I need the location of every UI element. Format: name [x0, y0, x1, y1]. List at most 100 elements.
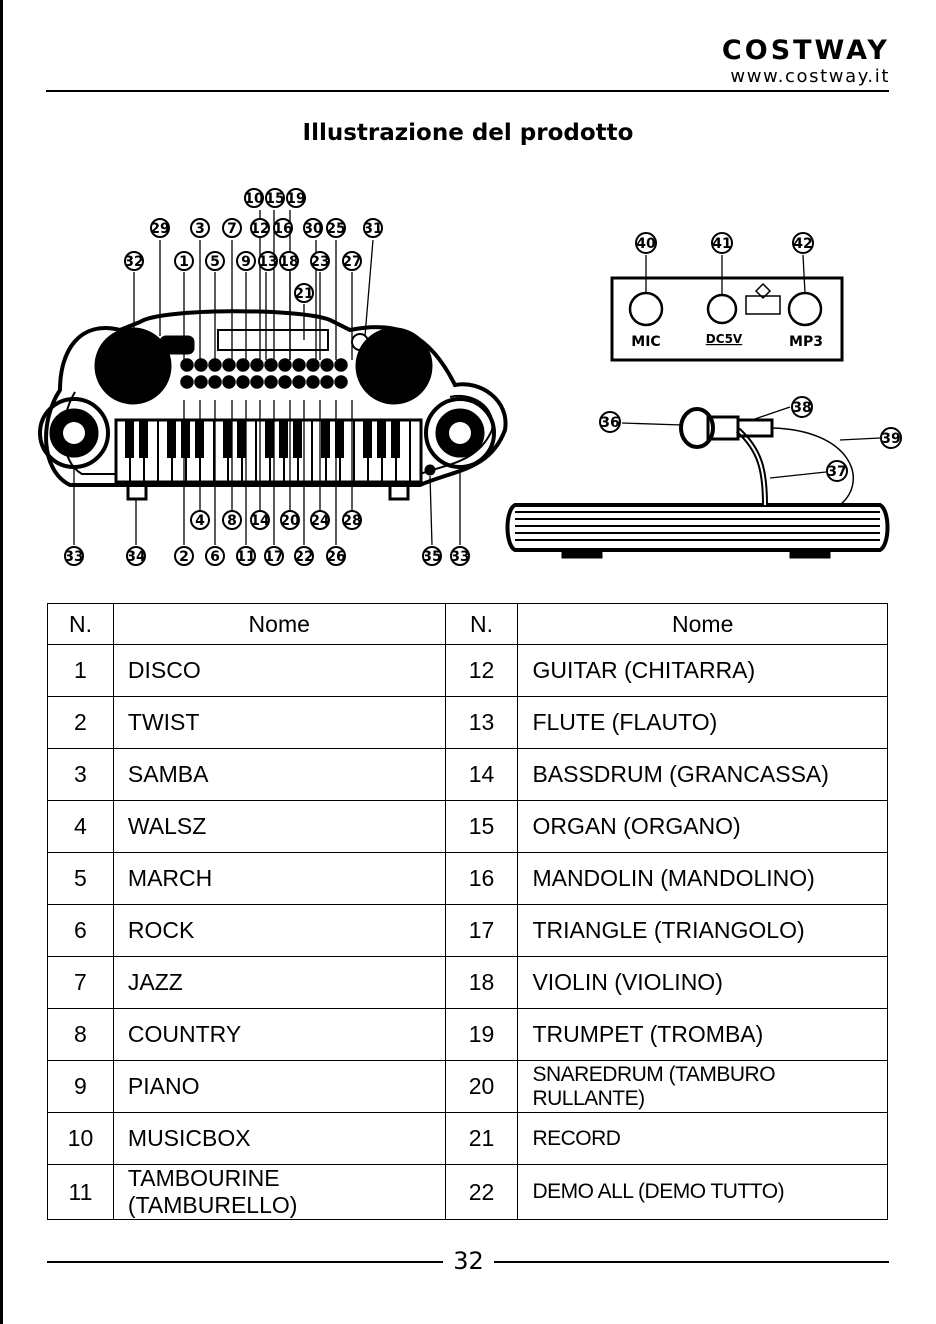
- callout-21: 21: [294, 286, 313, 302]
- callout-2: 2: [179, 549, 189, 565]
- header-number-1: N.: [47, 603, 114, 645]
- callout-13: 13: [258, 254, 277, 270]
- callout-28: 28: [342, 513, 361, 529]
- row-name: WALSZ: [112, 800, 446, 853]
- row-number: 21: [444, 1112, 519, 1165]
- row-number: 9: [47, 1060, 114, 1113]
- row-name: TAMBOURINE (TAMBURELLO): [112, 1164, 446, 1220]
- row-number: 20: [444, 1060, 519, 1113]
- callout-9: 9: [241, 254, 251, 270]
- callout-7: 7: [227, 221, 237, 237]
- table-row: 6 ROCK 17 TRIANGLE (TRIANGOLO): [47, 904, 888, 957]
- callout-39: 39: [881, 431, 900, 447]
- row-number: 6: [47, 904, 114, 957]
- callout-27: 27: [342, 254, 361, 270]
- row-name: VIOLIN (VIOLINO): [517, 956, 888, 1009]
- callout-marker: [599, 396, 902, 482]
- row-name: DEMO ALL (DEMO TUTTO): [517, 1164, 888, 1220]
- keyboard-drawing: [38, 210, 508, 546]
- row-name: JAZZ: [112, 956, 446, 1009]
- callout-36: 36: [600, 415, 619, 431]
- side-callouts: 36 37 38 39: [599, 396, 902, 482]
- callout-33-left: 33: [64, 549, 83, 565]
- callout-38: 38: [792, 400, 811, 416]
- callout-16: 16: [273, 221, 292, 237]
- callout-41: 41: [712, 236, 731, 252]
- callout-12: 12: [250, 221, 269, 237]
- mic-label: MIC: [631, 334, 660, 350]
- row-number: 17: [444, 904, 519, 957]
- row-number: 10: [47, 1112, 114, 1165]
- jack-panel: [610, 254, 844, 362]
- row-number: 14: [444, 748, 519, 801]
- callout-11: 11: [236, 549, 255, 565]
- row-number: 8: [47, 1008, 114, 1061]
- footer-rule-left: [47, 1261, 443, 1263]
- callout-35: 35: [422, 549, 441, 565]
- header-rule: [46, 90, 889, 92]
- page-edge: [0, 0, 3, 1324]
- row-name: BASSDRUM (GRANCASSA): [517, 748, 888, 801]
- row-number: 3: [47, 748, 114, 801]
- side-view-drawing: [505, 406, 890, 559]
- table-row: 2 TWIST 13 FLUTE (FLAUTO): [47, 696, 888, 749]
- row-name: MARCH: [112, 852, 446, 905]
- callout-42: 42: [793, 236, 812, 252]
- keyboard-callouts: 10 15 19 29 3 7 12 16 30 25 31 32 1 5 9 …: [64, 188, 470, 566]
- mp3-label: MP3: [789, 334, 823, 350]
- row-name: ORGAN (ORGANO): [517, 800, 888, 853]
- row-number: 1: [47, 644, 114, 697]
- callout-31: 31: [363, 221, 382, 237]
- row-name: MANDOLIN (MANDOLINO): [517, 852, 888, 905]
- callout-32: 32: [124, 254, 143, 270]
- callout-23: 23: [310, 254, 329, 270]
- row-number: 2: [47, 696, 114, 749]
- page-number: 32: [453, 1247, 484, 1275]
- brand-logo: COSTWAY: [721, 35, 890, 66]
- row-name: TWIST: [112, 696, 446, 749]
- callout-22: 22: [294, 549, 313, 565]
- table-row: 7 JAZZ 18 VIOLIN (VIOLINO): [47, 956, 888, 1009]
- row-name: ROCK: [112, 904, 446, 957]
- callout-marker: [64, 188, 470, 566]
- row-name: PIANO: [112, 1060, 446, 1113]
- header-name-1: Nome: [112, 603, 446, 645]
- brand-block: COSTWAY www.costway.it: [722, 36, 890, 88]
- header-name-2: Nome: [517, 603, 888, 645]
- table-row: 11 TAMBOURINE (TAMBURELLO) 22 DEMO ALL (…: [47, 1164, 888, 1220]
- callout-10: 10: [244, 191, 264, 207]
- callout-25: 25: [326, 221, 345, 237]
- row-number: 19: [444, 1008, 519, 1061]
- callout-3: 3: [195, 221, 205, 237]
- row-number: 5: [47, 852, 114, 905]
- table-row: 10 MUSICBOX 21 RECORD: [47, 1112, 888, 1165]
- table-row: 4 WALSZ 15 ORGAN (ORGANO): [47, 800, 888, 853]
- callout-8: 8: [227, 513, 237, 529]
- table-row: 8 COUNTRY 19 TRUMPET (TROMBA): [47, 1008, 888, 1061]
- row-number: 4: [47, 800, 114, 853]
- row-number: 13: [444, 696, 519, 749]
- row-number: 12: [444, 644, 519, 697]
- row-name: TRIANGLE (TRIANGOLO): [517, 904, 888, 957]
- callout-1: 1: [179, 254, 189, 270]
- callout-29: 29: [150, 221, 169, 237]
- header-number-2: N.: [444, 603, 519, 645]
- callout-4: 4: [195, 513, 205, 529]
- row-number: 22: [444, 1164, 519, 1220]
- callout-18: 18: [279, 254, 298, 270]
- row-name: COUNTRY: [112, 1008, 446, 1061]
- callout-15: 15: [265, 191, 284, 207]
- callout-24: 24: [310, 513, 330, 529]
- table-row: 5 MARCH 16 MANDOLIN (MANDOLINO): [47, 852, 888, 905]
- brand-url: www.costway.it: [730, 66, 890, 87]
- dc5v-label: DC5V: [706, 332, 743, 346]
- callout-19: 19: [286, 191, 305, 207]
- table-row: 1 DISCO 12 GUITAR (CHITARRA): [47, 644, 888, 697]
- callout-33-right: 33: [450, 549, 469, 565]
- callout-6: 6: [210, 549, 220, 565]
- table-row: 9 PIANO 20 SNAREDRUM (TAMBURO RULLANTE): [47, 1060, 888, 1113]
- callout-26: 26: [326, 549, 345, 565]
- product-illustration: 10 15 19 29 3 7 12 16 30 25 31 32 1 5 9 …: [38, 188, 902, 566]
- row-name: RECORD: [517, 1112, 888, 1165]
- callout-30: 30: [303, 221, 323, 237]
